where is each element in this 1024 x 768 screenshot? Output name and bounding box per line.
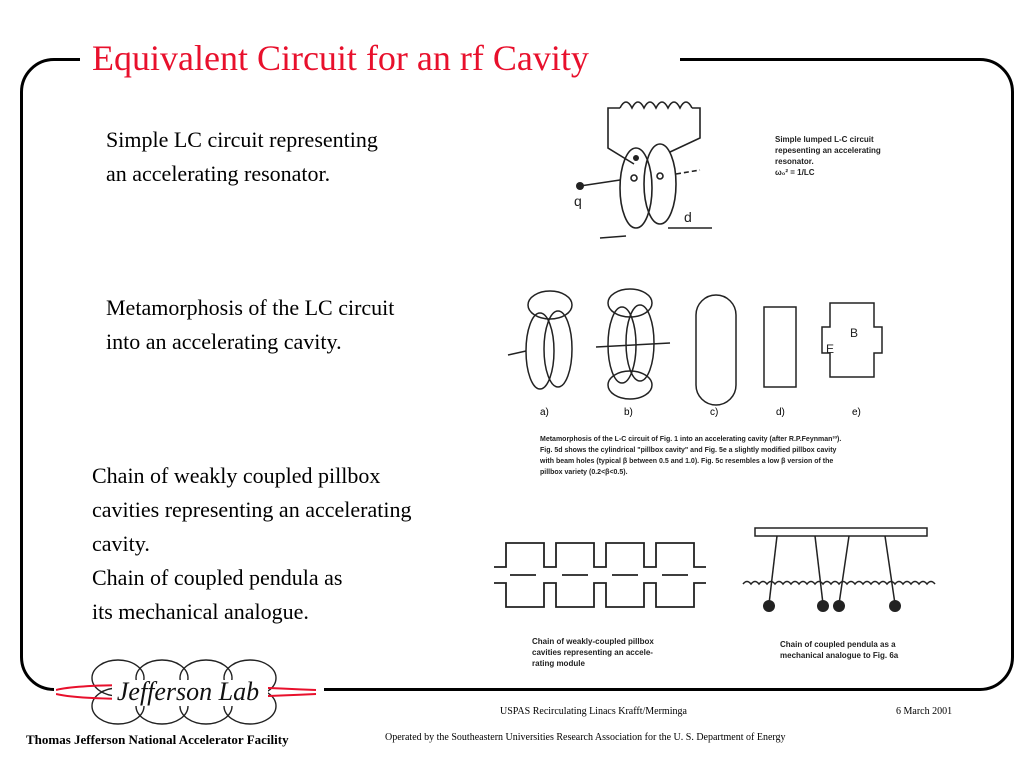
- caption-line: resonator.: [775, 157, 814, 166]
- caption-line: pillbox variety (0.2<β<0.5).: [540, 469, 628, 476]
- text-lc-circuit: Simple LC circuit representing an accele…: [106, 123, 378, 191]
- metamorphosis-caption: Metamorphosis of the L-C circuit of Fig.…: [540, 434, 841, 478]
- caption-line: repesenting an accelerating: [775, 146, 881, 155]
- operated-by: Operated by the Southeastern Universitie…: [385, 732, 786, 743]
- lc-circuit-figure: q d: [574, 101, 712, 239]
- sub-label-b: b): [624, 407, 633, 418]
- text-chain: Chain of weakly coupled pillbox cavities…: [92, 459, 411, 629]
- jefferson-lab-logo: Jefferson Lab: [56, 659, 317, 725]
- metamorphosis-figure: a) b) c) d) e) B E: [507, 288, 883, 418]
- text-line: an accelerating resonator.: [106, 161, 331, 186]
- label-E: E: [826, 342, 834, 356]
- caption-line: Simple lumped L-C circuit: [775, 135, 874, 144]
- slide-date: 6 March 2001: [896, 706, 953, 717]
- text-line: Simple LC circuit representing: [106, 127, 378, 152]
- sub-label-c: c): [710, 407, 718, 418]
- pendula-figure: [742, 527, 936, 612]
- caption-line: with beam holes (typical β between 0.5 a…: [540, 458, 834, 465]
- facility-name: Thomas Jefferson National Accelerator Fa…: [26, 732, 289, 747]
- lc-figure-caption: Simple lumped L-C circuit repesenting an…: [775, 134, 881, 178]
- slide-title: Equivalent Circuit for an rf Cavity: [92, 38, 589, 78]
- caption-line: ω₀² = 1/LC: [775, 168, 815, 177]
- label-B: B: [850, 326, 858, 340]
- caption-line: Chain of coupled pendula as a: [780, 640, 896, 649]
- text-line: Metamorphosis of the LC circuit: [106, 295, 395, 320]
- sub-label-e: e): [852, 407, 861, 418]
- text-line: Chain of coupled pendula as: [92, 565, 343, 590]
- label-d: d: [684, 209, 692, 225]
- pillbox-chain-figure: [494, 542, 706, 608]
- caption-line: Metamorphosis of the L-C circuit of Fig.…: [540, 436, 842, 443]
- text-line: its mechanical analogue.: [92, 599, 309, 624]
- text-line: cavity.: [92, 531, 150, 556]
- pendula-caption: Chain of coupled pendula as a mechanical…: [780, 639, 898, 661]
- caption-line: Chain of weakly-coupled pillbox: [532, 637, 654, 646]
- caption-line: rating module: [532, 659, 585, 668]
- text-metamorphosis: Metamorphosis of the LC circuit into an …: [106, 291, 394, 359]
- label-q: q: [574, 193, 582, 209]
- text-line: Chain of weakly coupled pillbox: [92, 463, 381, 488]
- sub-label-a: a): [540, 407, 549, 418]
- sub-label-d: d): [776, 407, 785, 418]
- course-name: USPAS Recirculating Linacs Krafft/Mermin…: [500, 706, 687, 717]
- caption-line: mechanical analogue to Fig. 6a: [780, 651, 899, 660]
- title-mask: [80, 40, 680, 80]
- text-line: into an accelerating cavity.: [106, 329, 342, 354]
- caption-line: cavities representing an accele-: [532, 648, 653, 657]
- caption-line: Fig. 5d shows the cylindrical "pillbox c…: [540, 447, 837, 454]
- pillbox-chain-caption: Chain of weakly-coupled pillbox cavities…: [532, 636, 654, 669]
- logo-text: Jefferson Lab: [117, 677, 259, 706]
- text-line: cavities representing an accelerating: [92, 497, 412, 522]
